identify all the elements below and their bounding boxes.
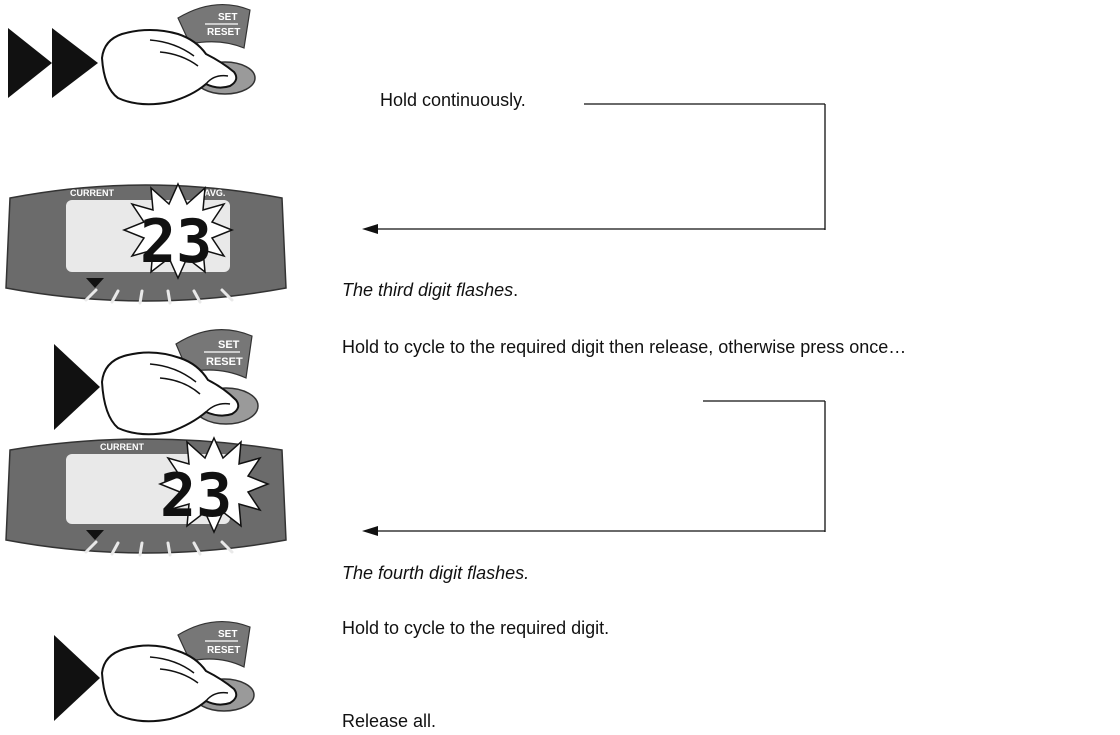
- play-arrow-icon: [54, 635, 100, 721]
- connector-1-lines: [362, 103, 826, 234]
- step5-illustration: SET RESET: [0, 615, 270, 730]
- hand-press-icon: [100, 644, 238, 723]
- starburst-icon: [121, 182, 235, 280]
- third-digit-text: The third digit flashes: [342, 280, 514, 300]
- current-label: CURRENT: [70, 188, 115, 198]
- arrow-left-icon: [362, 526, 378, 536]
- hand-press-icon: [100, 29, 238, 106]
- step3-illustration: SET RESET: [0, 320, 270, 440]
- reset-label: RESET: [206, 356, 243, 368]
- set-label: SET: [218, 339, 240, 351]
- play-arrow-icon: [54, 344, 100, 430]
- step-hold-cycle: Hold to cycle to the required digit.: [342, 618, 610, 638]
- step-third-digit-flashes: The third digit flashes.: [342, 279, 518, 301]
- current-label: CURRENT: [100, 442, 145, 452]
- reset-label: RESET: [207, 645, 240, 656]
- display-digits: 23: [140, 207, 212, 277]
- display-third-digit: CURRENT AVG. 23: [0, 178, 290, 308]
- third-digit-period: .: [513, 280, 519, 300]
- down-triangle-icon: [86, 278, 104, 288]
- step-hold-continuously: Hold continuously.: [380, 90, 526, 110]
- display-fourth-digit: CURRENT 23: [0, 436, 290, 561]
- connector-2-lines: [362, 400, 826, 536]
- double-play-arrow-icon: [8, 28, 98, 98]
- hand-press-icon: [100, 351, 240, 436]
- reset-label: RESET: [207, 27, 240, 38]
- set-label: SET: [218, 12, 237, 23]
- step-release-all: Release all.: [342, 711, 437, 731]
- display-digits: 23: [160, 461, 232, 531]
- avg-label: AVG.: [204, 188, 225, 198]
- starburst-icon: [157, 436, 271, 534]
- set-label: SET: [218, 629, 237, 640]
- step1-illustration: SET RESET: [0, 0, 270, 110]
- down-triangle-icon: [86, 530, 104, 540]
- step-hold-cycle-release: Hold to cycle to the required digit then…: [342, 337, 907, 357]
- arrow-left-icon: [362, 224, 378, 234]
- step-fourth-digit-flashes: The fourth digit flashes.: [342, 563, 530, 583]
